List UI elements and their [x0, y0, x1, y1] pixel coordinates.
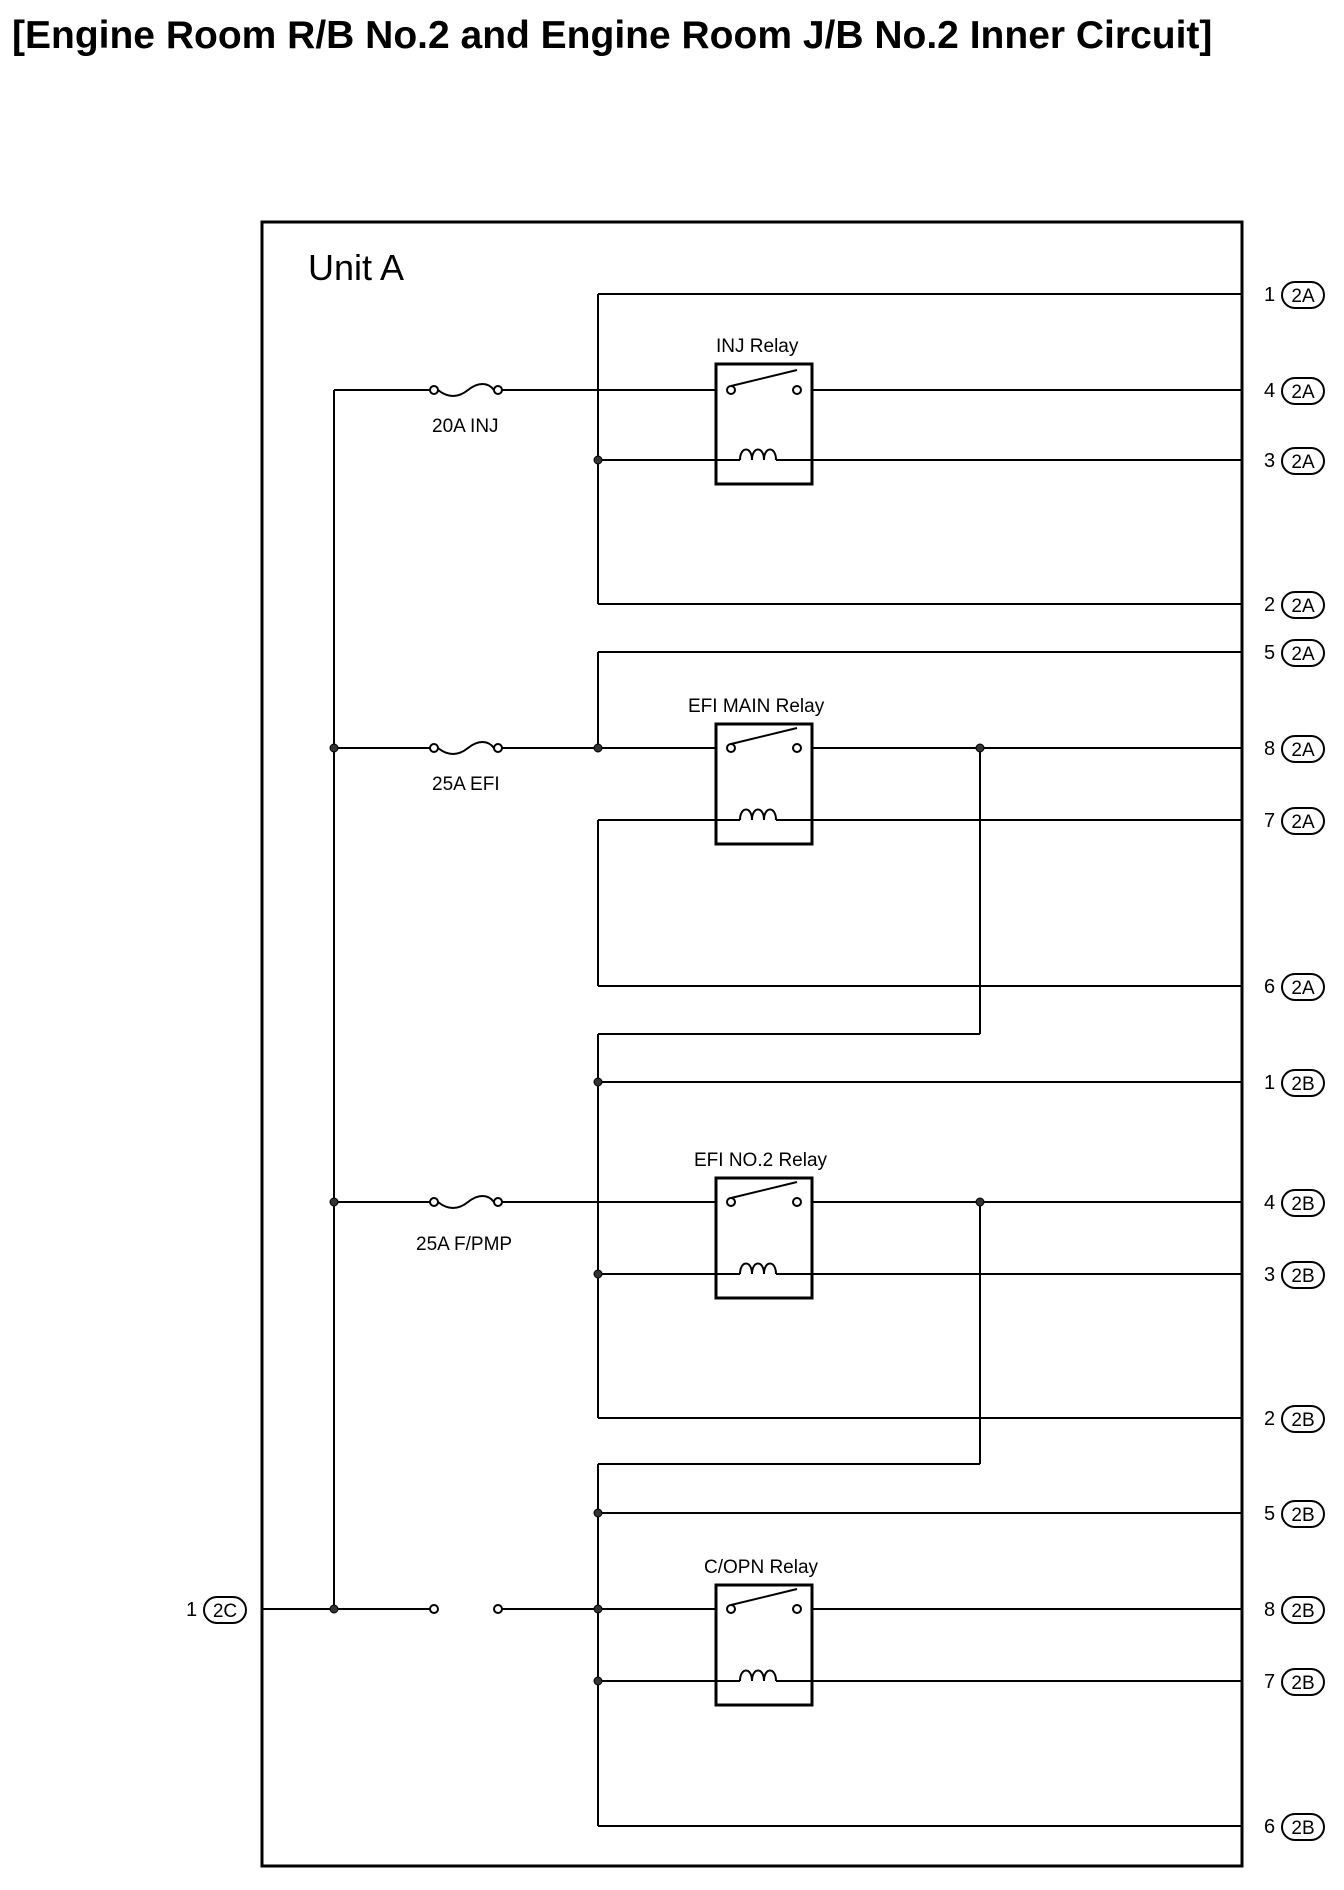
terminal-2-2b: 2 2B — [1264, 1405, 1325, 1433]
terminal-6-2a: 6 2A — [1264, 973, 1325, 1001]
svg-text:2A: 2A — [1291, 740, 1315, 761]
svg-text:2A: 2A — [1291, 596, 1315, 617]
svg-text:6: 6 — [1264, 976, 1275, 998]
terminal-8-2a: 8 2A — [1264, 735, 1325, 763]
fuse-20a-inj: 20A INJ — [429, 383, 503, 437]
svg-text:1: 1 — [186, 1599, 197, 1621]
junction-dot — [593, 1077, 603, 1087]
junction-dot — [329, 743, 339, 753]
svg-text:2A: 2A — [1291, 812, 1315, 833]
junction-dot — [593, 1508, 603, 1518]
svg-text:2B: 2B — [1291, 1074, 1314, 1095]
terminal-3-2a: 3 2A — [1264, 447, 1325, 475]
terminal-7-2a: 7 2A — [1264, 807, 1325, 835]
svg-text:6: 6 — [1264, 1816, 1275, 1838]
efi-main-relay: EFI MAIN Relay — [688, 696, 825, 846]
svg-text:2C: 2C — [213, 1601, 237, 1622]
terminal-6-2b: 6 2B — [1264, 1813, 1325, 1841]
junction-dot — [593, 1604, 603, 1614]
svg-text:7: 7 — [1264, 810, 1275, 832]
svg-text:5: 5 — [1264, 642, 1275, 664]
terminal-5-2a: 5 2A — [1264, 639, 1325, 667]
junction-dot — [329, 1604, 339, 1614]
c-opn-relay-circuit — [502, 1464, 1242, 1827]
diagram-title: [Engine Room R/B No.2 and Engine Room J/… — [12, 14, 1212, 57]
svg-text:2B: 2B — [1291, 1266, 1314, 1287]
fuse-label: 25A EFI — [432, 774, 500, 795]
junction-dot — [593, 455, 603, 465]
svg-text:3: 3 — [1264, 1264, 1275, 1286]
svg-text:2A: 2A — [1291, 286, 1315, 307]
efi-no2-relay-circuit — [502, 1034, 1242, 1465]
svg-text:1: 1 — [1264, 1072, 1275, 1094]
svg-text:7: 7 — [1264, 1671, 1275, 1693]
terminal-1-2c: 1 2C — [186, 1596, 247, 1624]
junction-dot — [593, 1676, 603, 1686]
svg-text:1: 1 — [1264, 284, 1275, 306]
inj-relay: INJ Relay — [714, 336, 814, 486]
svg-text:8: 8 — [1264, 738, 1275, 760]
terminal-4-2a: 4 2A — [1264, 377, 1325, 405]
terminal-2-2a: 2 2A — [1264, 591, 1325, 619]
relay-label: EFI MAIN Relay — [688, 696, 825, 717]
relay-label: INJ Relay — [716, 336, 799, 357]
svg-text:5: 5 — [1264, 1503, 1275, 1525]
svg-text:2B: 2B — [1291, 1410, 1314, 1431]
svg-text:2B: 2B — [1291, 1818, 1314, 1839]
unit-frame — [260, 220, 1244, 1868]
c-opn-relay: C/OPN Relay — [704, 1557, 819, 1707]
terminal-1-2b: 1 2B — [1264, 1069, 1325, 1097]
svg-text:4: 4 — [1264, 380, 1275, 402]
relay-label: C/OPN Relay — [704, 1557, 819, 1578]
svg-text:2B: 2B — [1291, 1505, 1314, 1526]
fuse-25a-efi: 25A EFI — [429, 741, 503, 795]
terminal-4-2b: 4 2B — [1264, 1189, 1325, 1217]
terminal-5-2b: 5 2B — [1264, 1500, 1325, 1528]
junction-dot — [593, 743, 603, 753]
fuse-label: 20A INJ — [432, 416, 499, 437]
svg-text:2: 2 — [1264, 594, 1275, 616]
svg-text:2B: 2B — [1291, 1601, 1314, 1622]
junction-dot — [593, 1269, 603, 1279]
svg-text:2A: 2A — [1291, 978, 1315, 999]
svg-text:2B: 2B — [1291, 1194, 1314, 1215]
efi-main-relay-circuit — [502, 651, 1242, 1035]
terminal-7-2b: 7 2B — [1264, 1668, 1325, 1696]
fuse-25a-fpmp: 25A F/PMP — [416, 1195, 512, 1255]
junction-dot — [975, 743, 985, 753]
svg-text:2A: 2A — [1291, 382, 1315, 403]
junction-dot — [329, 1197, 339, 1207]
svg-text:2B: 2B — [1291, 1673, 1314, 1694]
terminal-8-2b: 8 2B — [1264, 1596, 1325, 1624]
fuse-socket-empty — [429, 1604, 503, 1614]
svg-text:8: 8 — [1264, 1599, 1275, 1621]
junction-dot — [975, 1197, 985, 1207]
terminal-3-2b: 3 2B — [1264, 1261, 1325, 1289]
svg-text:4: 4 — [1264, 1192, 1275, 1214]
main-bus — [262, 389, 434, 1610]
efi-no2-relay: EFI NO.2 Relay — [694, 1150, 828, 1300]
svg-text:2A: 2A — [1291, 644, 1315, 665]
terminal-1-2a: 1 2A — [1264, 281, 1325, 309]
svg-text:2A: 2A — [1291, 452, 1315, 473]
svg-text:3: 3 — [1264, 450, 1275, 472]
inj-relay-circuit — [502, 293, 1242, 605]
svg-text:2: 2 — [1264, 1408, 1275, 1430]
fuse-label: 25A F/PMP — [416, 1234, 512, 1255]
unit-label: Unit A — [308, 247, 404, 288]
relay-label: EFI NO.2 Relay — [694, 1150, 828, 1171]
